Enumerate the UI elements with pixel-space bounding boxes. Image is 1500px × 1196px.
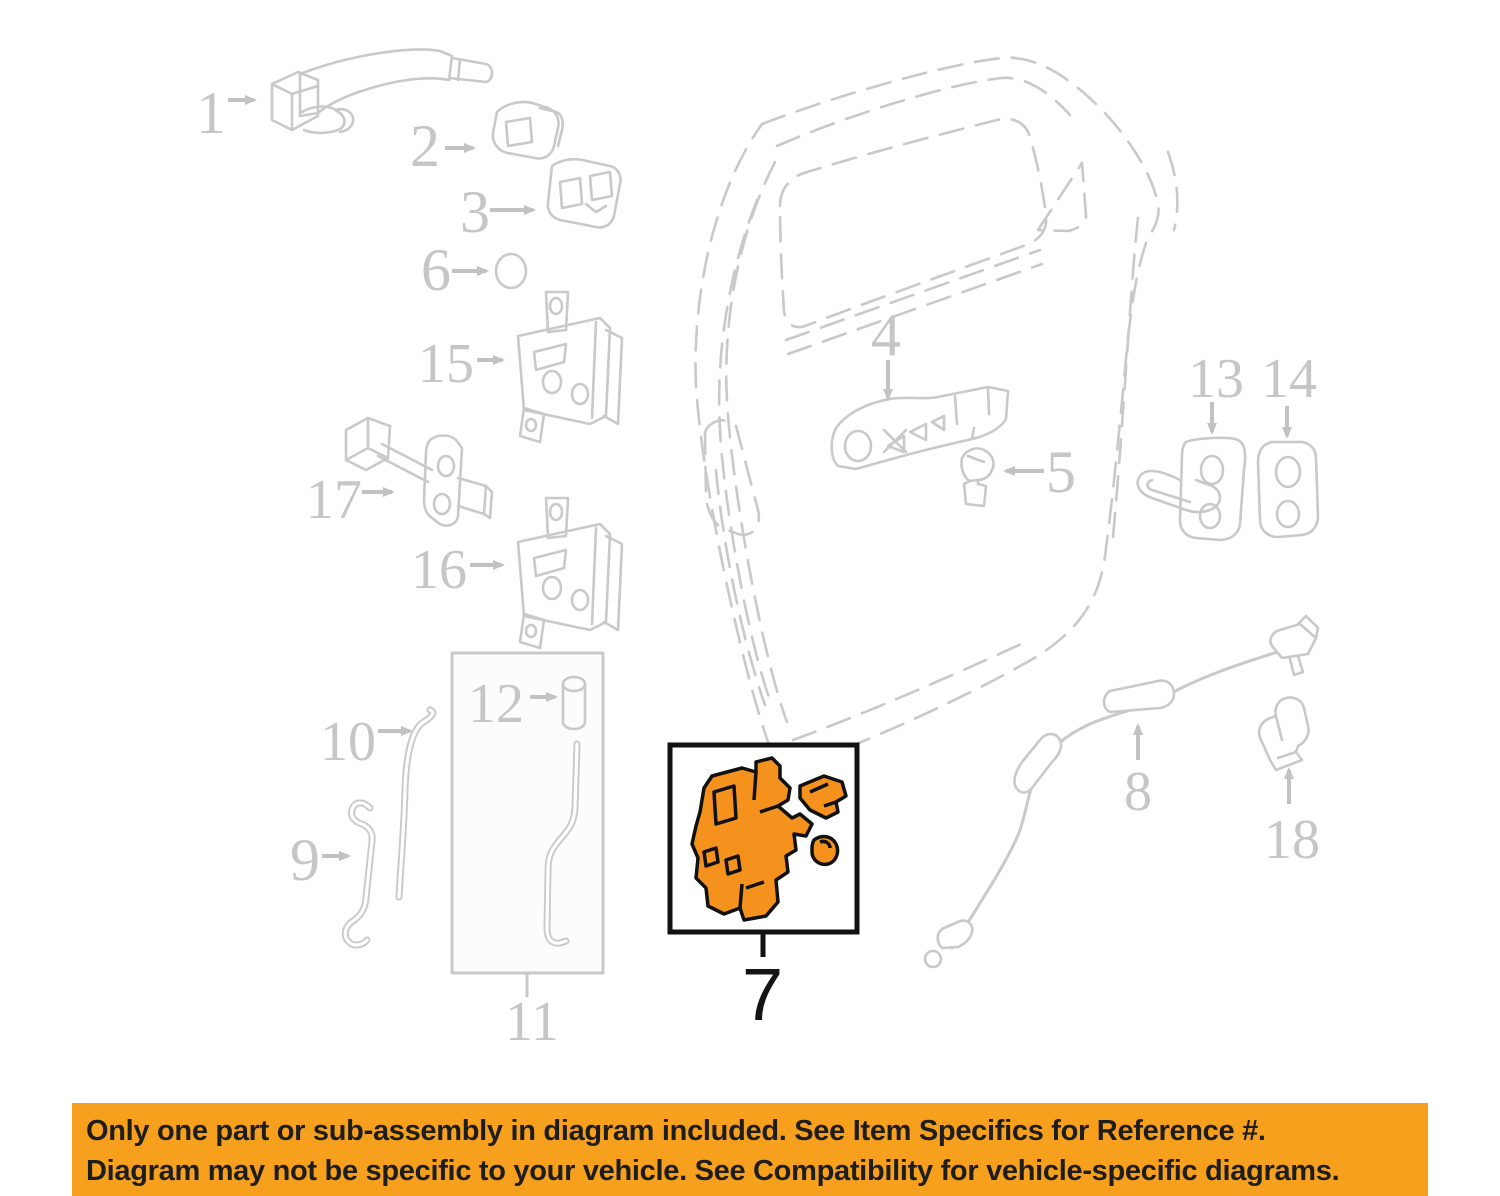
label-part-1: 1: [196, 80, 226, 146]
callout-arrows: [228, 95, 1294, 861]
label-part-15: 15: [418, 333, 474, 395]
part-13-door-striker: [1136, 436, 1247, 542]
part-17-door-check: [344, 416, 494, 527]
label-part-11: 11: [505, 991, 559, 1053]
door-lock-actuator-illustration: [690, 756, 848, 922]
label-part-8: 8: [1124, 761, 1152, 823]
label-part-3: 3: [460, 179, 490, 245]
part-1-outside-door-handle: [270, 48, 494, 135]
disclaimer-banner: Only one part or sub-assembly in diagram…: [72, 1103, 1428, 1196]
part-6-grommet: [494, 252, 528, 290]
label-part-7: 7: [742, 953, 783, 1036]
part-4-handle-reinforcement: [830, 385, 1010, 471]
part-9-lock-rod: [341, 799, 376, 949]
part-18-cable-clip: [1257, 696, 1310, 772]
label-part-6: 6: [421, 237, 451, 303]
part-11-rod-assembly-box: [450, 651, 605, 998]
part-3-handle-gasket: [546, 157, 622, 229]
highlighted-part-7-door-lock-actuator: 7: [667, 742, 860, 1036]
part-15-upper-hinge: [516, 290, 624, 444]
disclaimer-line-2: Diagram may not be specific to your vehi…: [86, 1155, 1340, 1187]
part-16-lower-hinge: [516, 496, 624, 650]
part-5-lock-cylinder: [960, 447, 995, 508]
label-part-16: 16: [411, 539, 467, 601]
part-10-lock-rod: [395, 706, 437, 901]
label-part-2: 2: [410, 113, 440, 179]
label-part-9: 9: [290, 827, 320, 893]
label-part-12: 12: [468, 673, 524, 735]
part-14-striker-shim: [1256, 440, 1320, 539]
label-part-17: 17: [306, 469, 362, 531]
label-part-18: 18: [1264, 809, 1320, 871]
label-part-13: 13: [1188, 348, 1244, 410]
disclaimer-line-1: Only one part or sub-assembly in diagram…: [86, 1115, 1266, 1147]
label-part-4: 4: [871, 302, 901, 368]
door-outline-sketch: [694, 56, 1179, 768]
label-part-14: 14: [1261, 348, 1317, 410]
label-part-10: 10: [320, 711, 376, 773]
part-number-labels: 1 2 3 4 5 6 8 9 10 11 12 13 14 15 16 17 …: [196, 80, 1320, 1053]
part-2-handle-end-cap: [491, 100, 565, 160]
part-8-release-cable: [923, 614, 1320, 969]
label-part-5: 5: [1046, 439, 1076, 505]
